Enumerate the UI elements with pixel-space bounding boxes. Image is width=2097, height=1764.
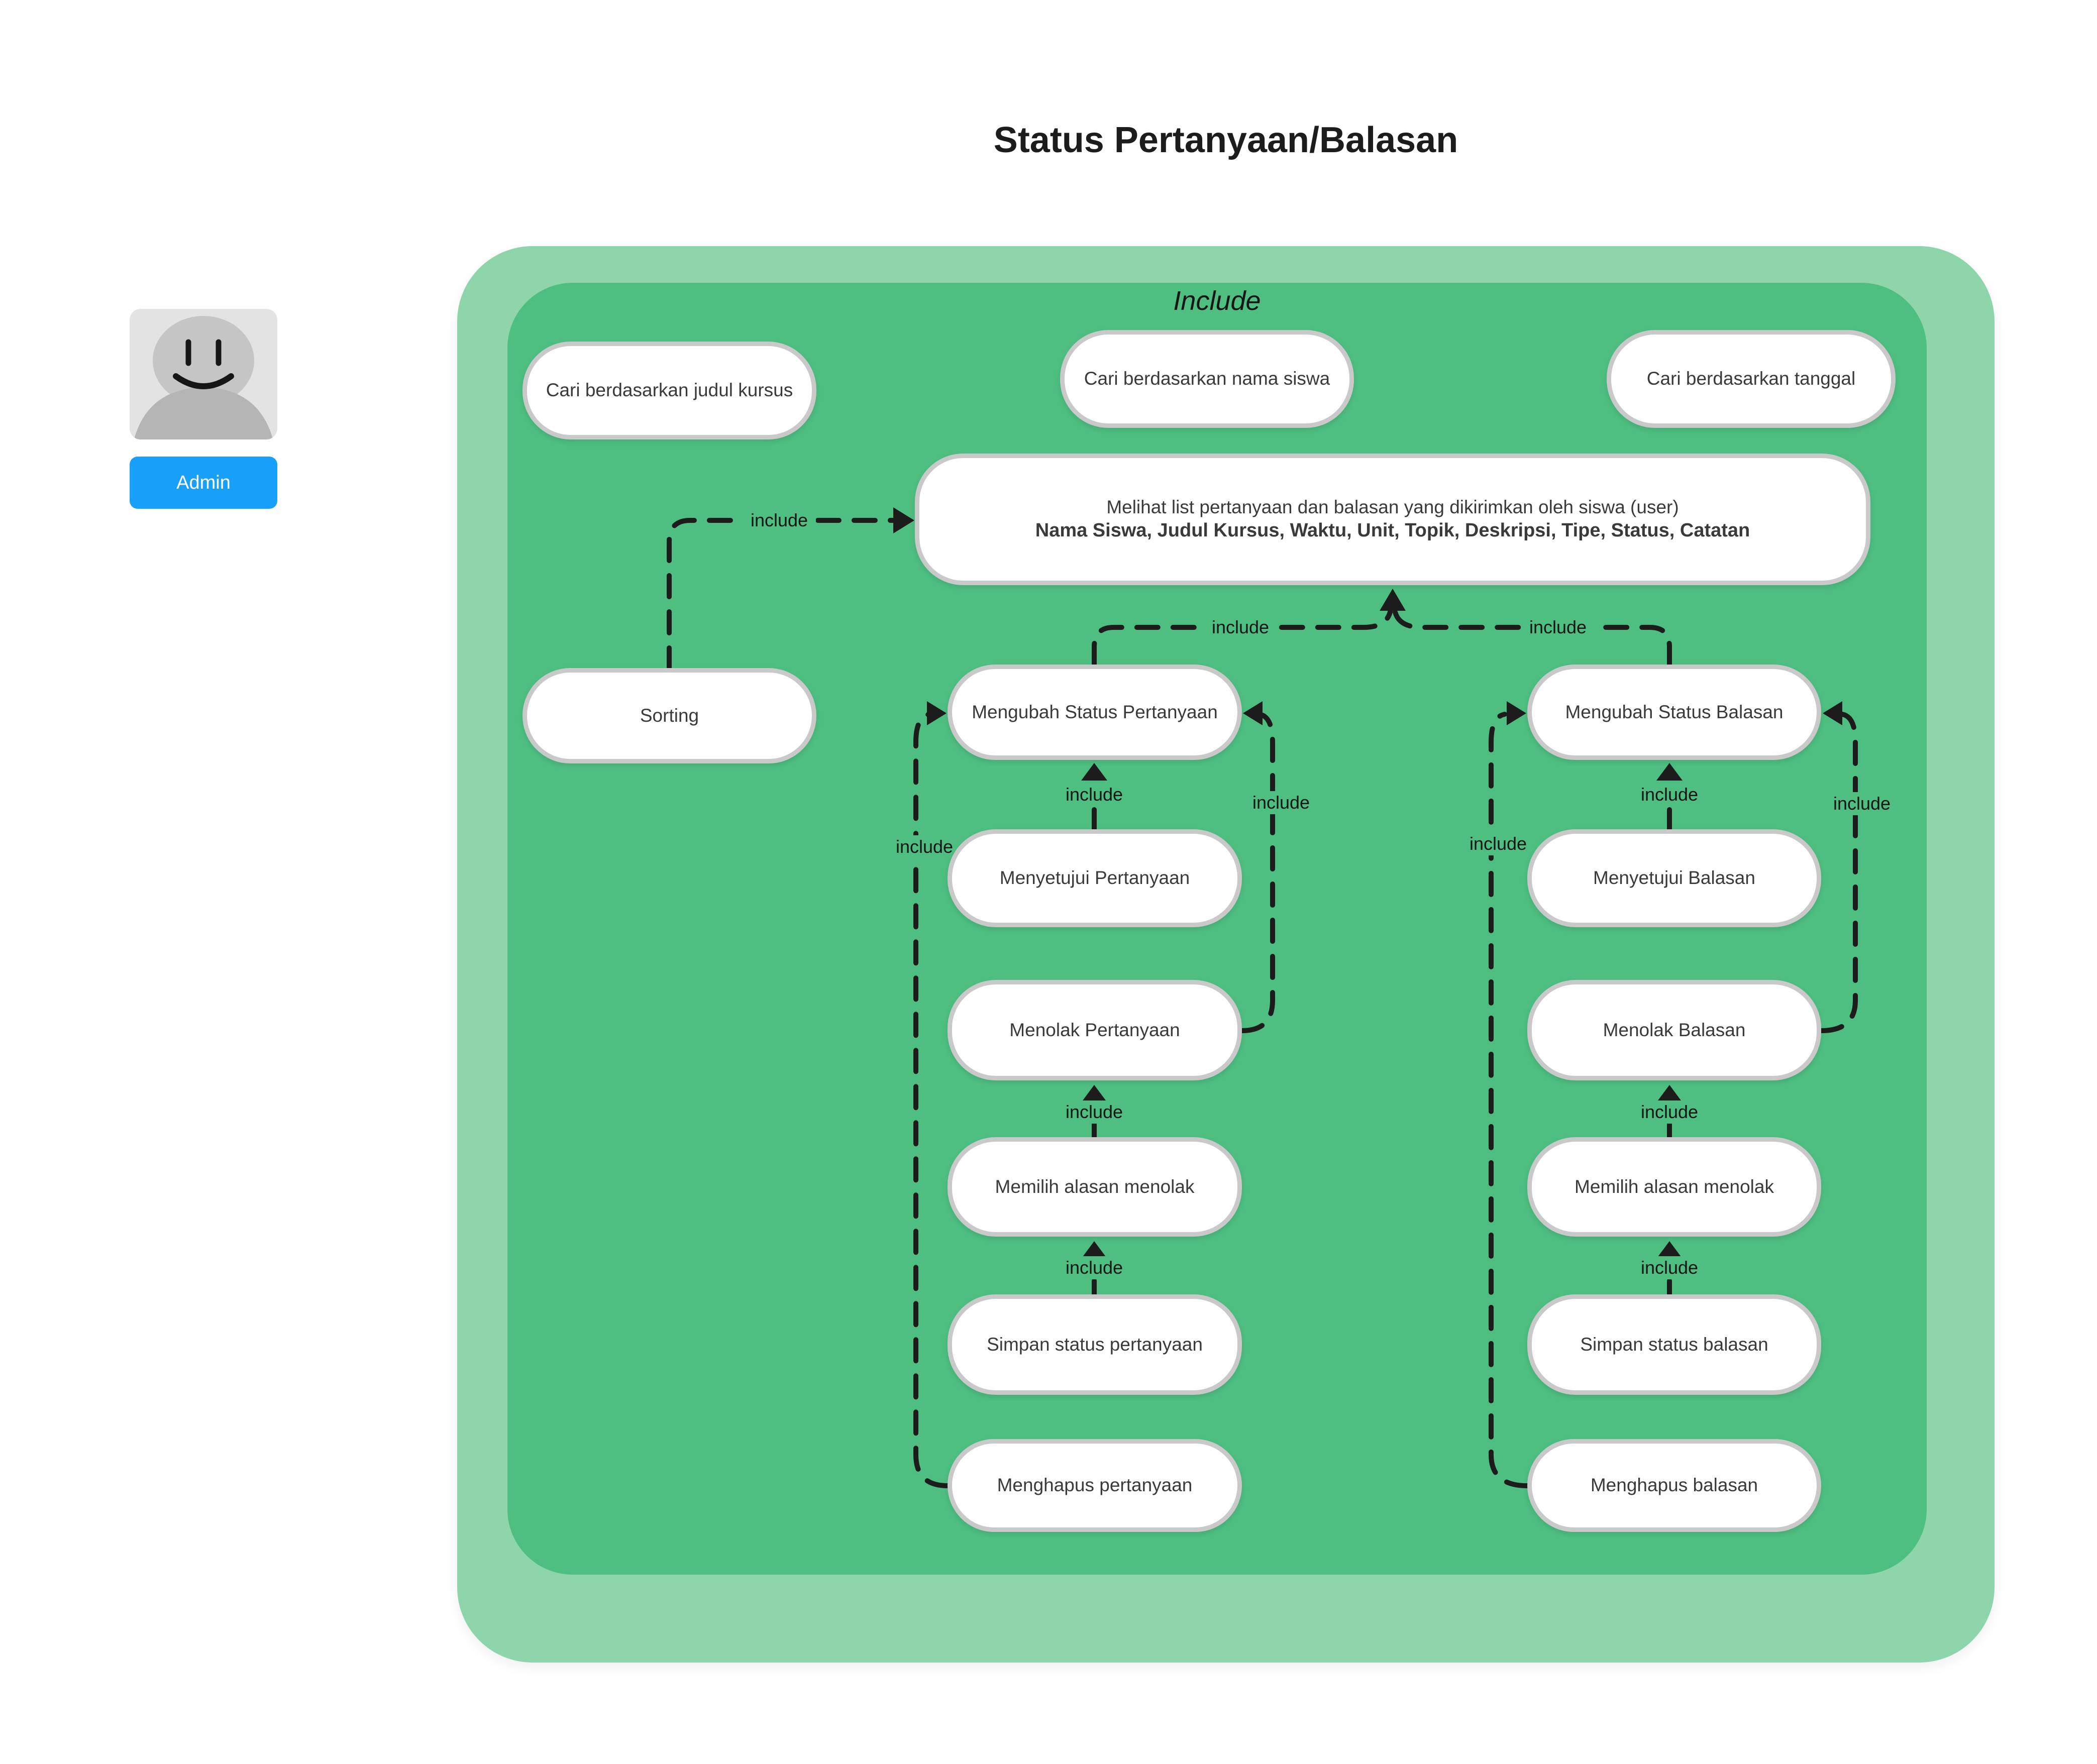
usecase-memilih-alasan-menolak-pertanyaan[interactable]: Memilih alasan menolak [948,1137,1242,1237]
usecase-simpan-status-balasan[interactable]: Simpan status balasan [1527,1294,1821,1395]
boundary-include-label: Include [507,285,1927,316]
usecase-label: Memilih alasan menolak [1575,1175,1774,1198]
include-edge-label: include [1058,1256,1131,1279]
usecase-label: Cari berdasarkan judul kursus [546,379,793,402]
usecase-cari-nama-siswa[interactable]: Cari berdasarkan nama siswa [1060,330,1354,428]
include-edge-label: include [1244,791,1318,814]
include-edge-label: include [1058,1100,1131,1124]
diagram-title: Status Pertanyaan/Balasan [457,120,1995,161]
usecase-cari-tanggal[interactable]: Cari berdasarkan tanggal [1607,330,1896,428]
usecase-menyetujui-balasan[interactable]: Menyetujui Balasan [1527,829,1821,927]
include-edge-label: include [1204,616,1277,639]
usecase-menolak-balasan[interactable]: Menolak Balasan [1527,980,1821,1080]
usecase-mengubah-status-balasan[interactable]: Mengubah Status Balasan [1527,665,1821,760]
include-edge-label: include [1633,1100,1706,1124]
include-edge-label: include [1521,616,1595,639]
actor-admin[interactable] [130,309,277,442]
usecase-label: Cari berdasarkan nama siswa [1084,367,1330,390]
usecase-memilih-alasan-menolak-balasan[interactable]: Memilih alasan menolak [1527,1137,1821,1237]
include-edge-label: include [1633,1256,1706,1279]
person-avatar-icon [130,309,277,439]
usecase-label-line1: Melihat list pertanyaan dan balasan yang… [1106,496,1679,519]
usecase-label: Menolak Pertanyaan [1009,1019,1180,1042]
usecase-label: Menyetujui Pertanyaan [1000,866,1190,890]
usecase-label: Simpan status pertanyaan [987,1333,1203,1356]
usecase-label: Menghapus pertanyaan [997,1474,1193,1497]
usecase-label: Sorting [640,704,699,727]
include-edge-label: include [743,509,816,532]
usecase-melihat-list[interactable]: Melihat list pertanyaan dan balasan yang… [915,454,1870,585]
usecase-label: Memilih alasan menolak [995,1175,1195,1198]
usecase-cari-judul-kursus[interactable]: Cari berdasarkan judul kursus [522,342,816,439]
usecase-label: Mengubah Status Pertanyaan [972,701,1218,724]
usecase-sorting[interactable]: Sorting [522,668,816,763]
usecase-simpan-status-pertanyaan[interactable]: Simpan status pertanyaan [948,1294,1242,1395]
usecase-mengubah-status-pertanyaan[interactable]: Mengubah Status Pertanyaan [948,665,1242,760]
include-edge-label: include [1825,792,1899,815]
usecase-label: Menyetujui Balasan [1593,866,1755,890]
usecase-label: Mengubah Status Balasan [1565,701,1783,724]
admin-button[interactable]: Admin [130,457,277,509]
usecase-menolak-pertanyaan[interactable]: Menolak Pertanyaan [948,980,1242,1080]
usecase-menyetujui-pertanyaan[interactable]: Menyetujui Pertanyaan [948,829,1242,927]
usecase-menghapus-pertanyaan[interactable]: Menghapus pertanyaan [948,1439,1242,1532]
include-edge-label: include [1461,832,1535,855]
include-edge-label: include [1633,783,1706,806]
include-edge-label: include [1058,783,1131,806]
usecase-menghapus-balasan[interactable]: Menghapus balasan [1527,1439,1821,1532]
usecase-label-line2: Nama Siswa, Judul Kursus, Waktu, Unit, T… [1035,519,1750,543]
usecase-label: Simpan status balasan [1580,1333,1768,1356]
usecase-label: Cari berdasarkan tanggal [1647,367,1855,390]
include-edge-label: include [888,835,961,858]
usecase-label: Menghapus balasan [1591,1474,1758,1497]
usecase-label: Menolak Balasan [1603,1019,1746,1042]
